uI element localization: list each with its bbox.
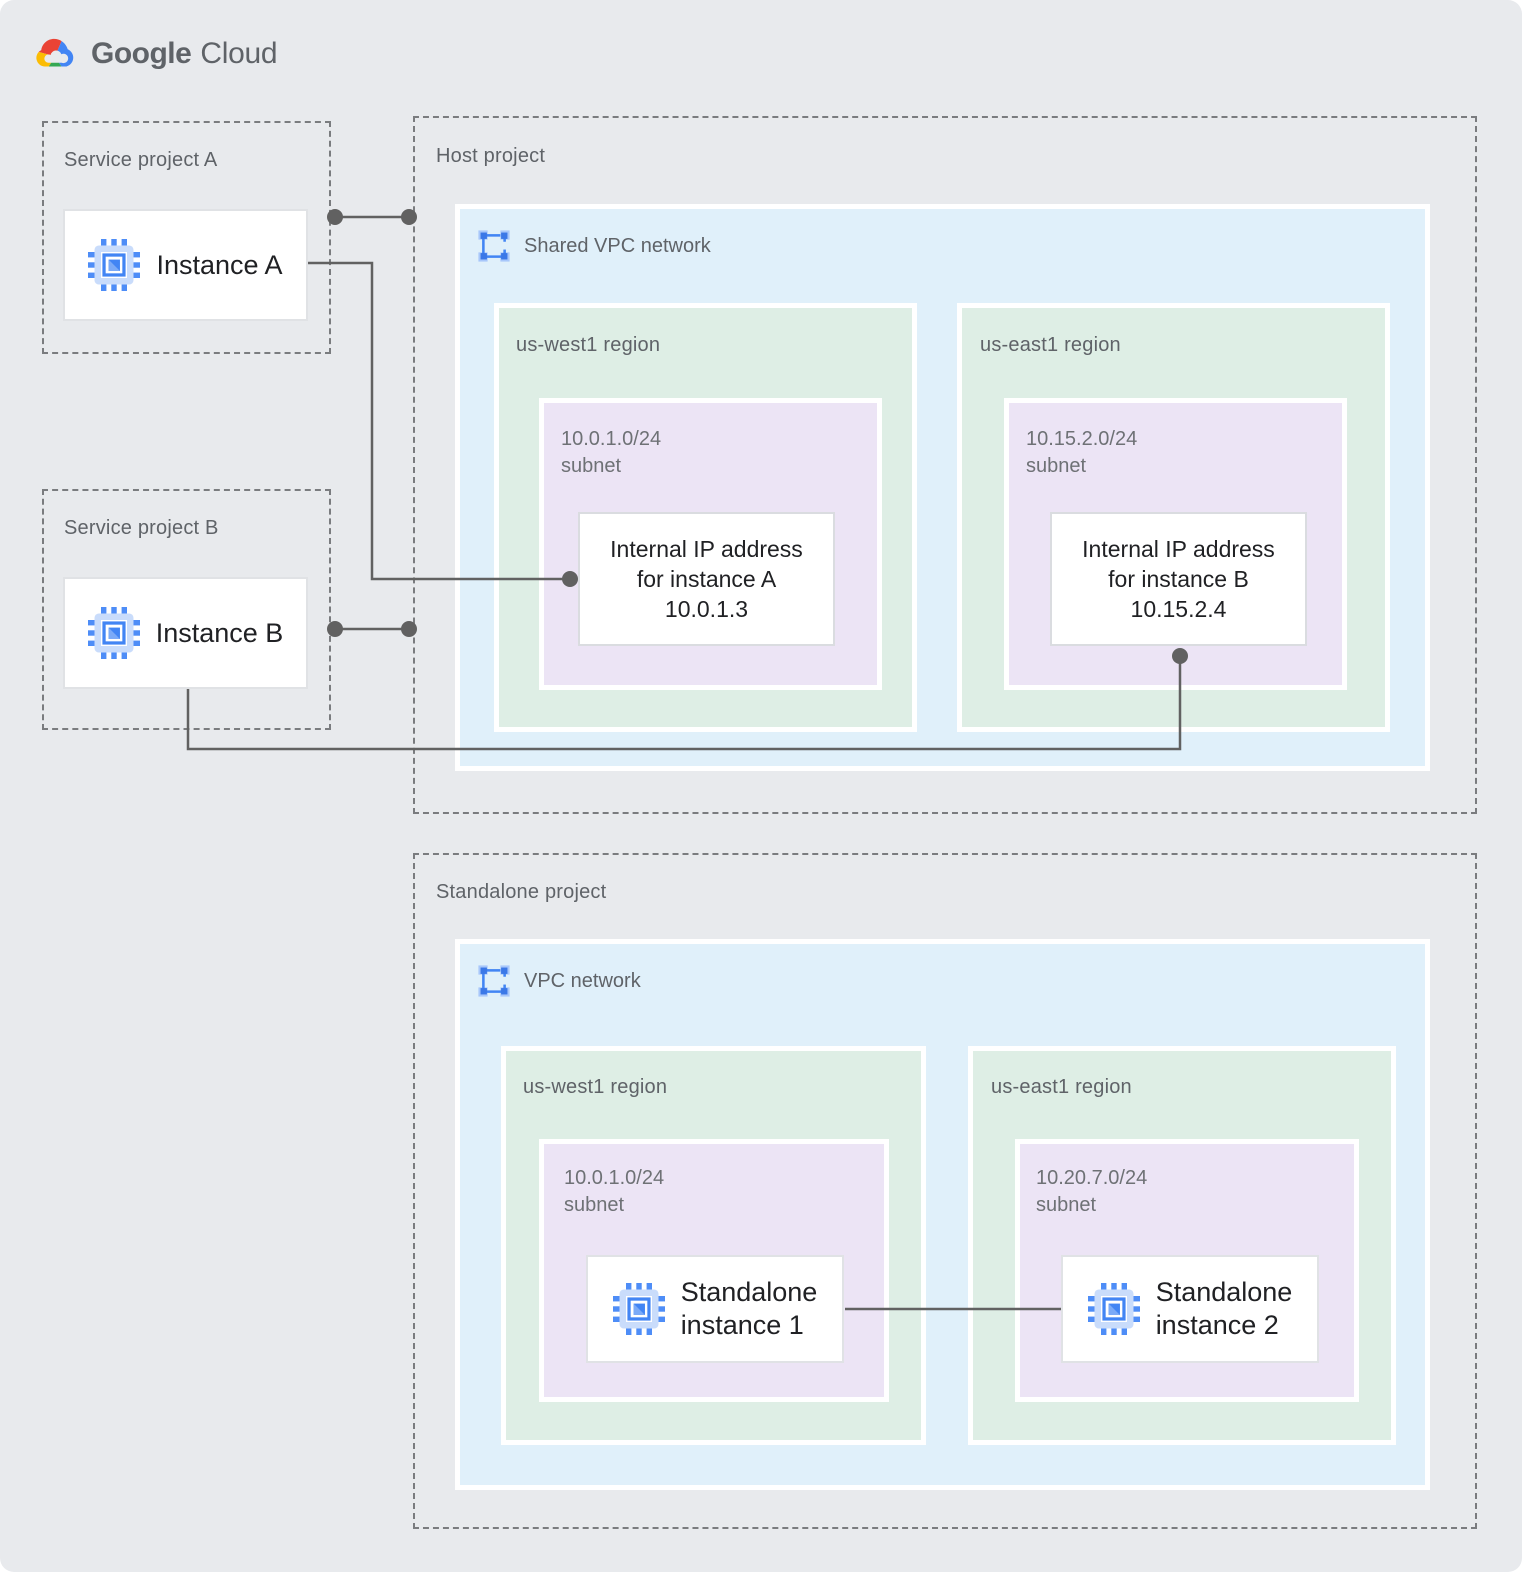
compute-instance-chip-icon	[88, 607, 140, 659]
host-us-west1-region-label: us-west1 region	[516, 334, 661, 356]
host-us-east1-region-label: us-east1 region	[980, 334, 1121, 356]
standalone-instance-1-card: Standalone instance 1	[586, 1255, 844, 1363]
host-east-subnet-label: 10.15.2.0/24 subnet	[1026, 426, 1137, 480]
standalone-us-west1-region-label: us-west1 region	[523, 1076, 668, 1098]
shared-vpc-network-label-row: Shared VPC network	[477, 229, 711, 263]
host-east-subnet-cidr: 10.15.2.0/24	[1026, 428, 1138, 450]
host-west-subnet-cidr: 10.0.1.0/24	[561, 428, 662, 450]
instance-b-card: Instance B	[63, 577, 308, 689]
standalone-instance-1-label: Standalone instance 1	[681, 1276, 818, 1342]
ip-b-line3: 10.15.2.4	[1130, 596, 1227, 622]
instance-a-card: Instance A	[63, 209, 308, 321]
host-east-subnet-word: subnet	[1026, 455, 1087, 477]
host-project-title: Host project	[436, 145, 546, 167]
ip-b-line2: for instance B	[1108, 566, 1249, 592]
vpc-network-icon	[477, 229, 511, 263]
instance-a-label: Instance A	[156, 249, 283, 280]
compute-instance-chip-icon	[88, 239, 140, 291]
host-west-subnet-word: subnet	[561, 455, 622, 477]
standalone-west-subnet-cidr: 10.0.1.0/24	[564, 1167, 665, 1189]
instance-b-label: Instance B	[155, 617, 284, 648]
si2-line1: Standalone	[1155, 1277, 1293, 1307]
si2-line2: instance 2	[1155, 1310, 1279, 1340]
si1-line2: instance 1	[680, 1310, 804, 1340]
standalone-west-subnet-word: subnet	[564, 1194, 625, 1216]
brand-cloud: Cloud	[200, 37, 278, 70]
brand-google: Google	[91, 37, 192, 70]
standalone-instance-2-card: Standalone instance 2	[1061, 1255, 1319, 1363]
standalone-east-subnet-label: 10.20.7.0/24 subnet	[1036, 1165, 1147, 1219]
vpc-network-label-row: VPC network	[477, 964, 641, 998]
google-cloud-logo: Google Cloud	[33, 36, 278, 72]
host-west-subnet-label: 10.0.1.0/24 subnet	[561, 426, 661, 480]
standalone-east-subnet-word: subnet	[1036, 1194, 1097, 1216]
compute-instance-chip-icon	[1088, 1283, 1140, 1335]
service-project-a-title: Service project A	[64, 149, 218, 171]
ip-a-line3: 10.0.1.3	[664, 596, 749, 622]
si1-line1: Standalone	[680, 1277, 818, 1307]
service-project-a-box	[42, 121, 331, 354]
service-project-b-box	[42, 489, 331, 730]
shared-vpc-network-label: Shared VPC network	[524, 234, 711, 257]
ip-a-line2: for instance A	[636, 566, 777, 592]
ip-b-line1: Internal IP address	[1082, 536, 1275, 562]
standalone-project-box	[413, 853, 1477, 1529]
standalone-west-subnet-label: 10.0.1.0/24 subnet	[564, 1165, 664, 1219]
standalone-us-east1-region-label: us-east1 region	[991, 1076, 1132, 1098]
google-cloud-wordmark: Google Cloud	[91, 37, 278, 71]
internal-ip-instance-a-card: Internal IP address for instance A 10.0.…	[578, 512, 835, 646]
vpc-network-icon	[477, 964, 511, 998]
standalone-project-title: Standalone project	[436, 881, 607, 903]
compute-instance-chip-icon	[613, 1283, 665, 1335]
ip-a-line1: Internal IP address	[610, 536, 803, 562]
vpc-network-label: VPC network	[524, 969, 641, 992]
google-cloud-icon	[33, 36, 79, 72]
standalone-east-subnet-cidr: 10.20.7.0/24	[1036, 1167, 1148, 1189]
standalone-instance-2-label: Standalone instance 2	[1156, 1276, 1293, 1342]
internal-ip-instance-b-card: Internal IP address for instance B 10.15…	[1050, 512, 1307, 646]
service-project-b-title: Service project B	[64, 517, 219, 539]
